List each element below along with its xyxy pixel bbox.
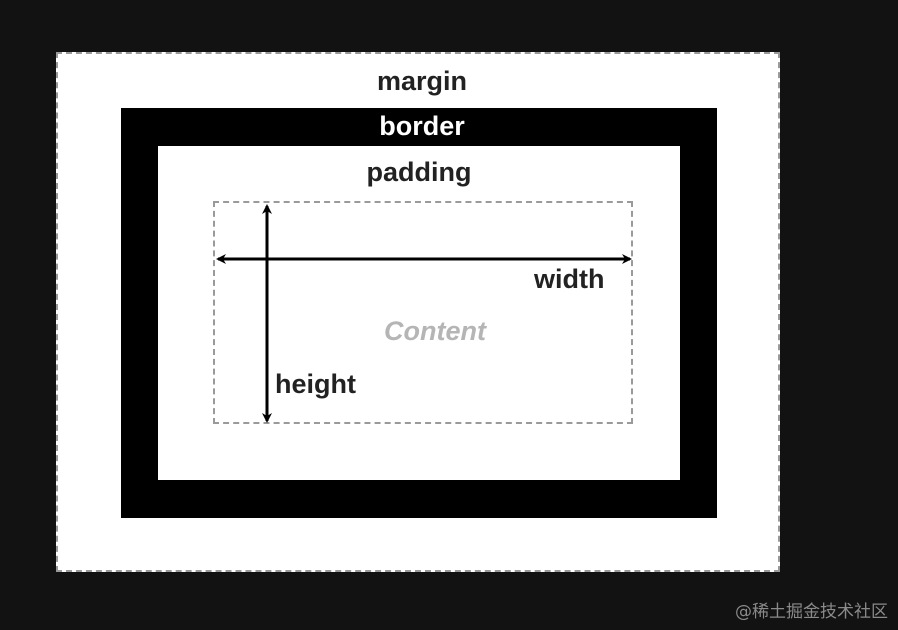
watermark: @稀土掘金技术社区 [735, 602, 888, 622]
height-label: height [275, 369, 356, 399]
padding-label: padding [366, 157, 472, 187]
content-area [213, 201, 633, 424]
width-label: width [534, 264, 605, 294]
margin-label: margin [376, 66, 468, 96]
border-label: border [379, 111, 465, 141]
content-label: Content [384, 316, 486, 346]
